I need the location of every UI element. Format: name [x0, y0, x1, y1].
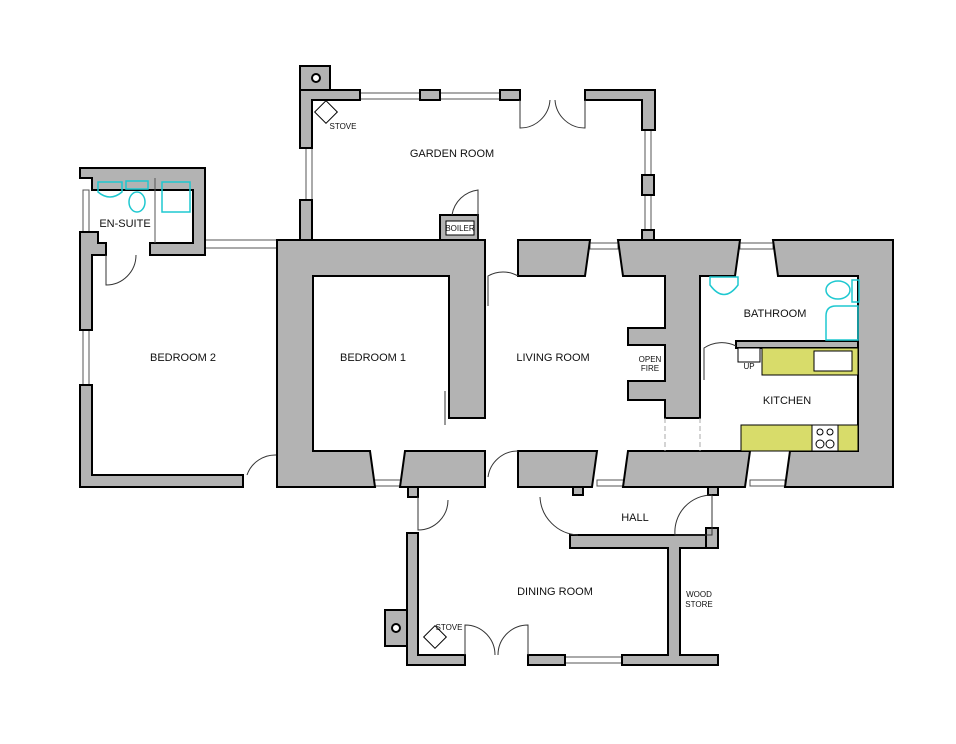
kitchen-worktops: [737, 347, 859, 452]
stove-icon: [422, 624, 448, 650]
stove-label: STOVE: [330, 122, 357, 131]
bathroom-fixtures: [709, 276, 860, 341]
stairs-up-label: UP: [743, 362, 754, 371]
hall-label: HALL: [621, 512, 649, 524]
en-suite-label: EN-SUITE: [99, 218, 150, 230]
bedroom-2-label: BEDROOM 2: [150, 352, 216, 364]
bathroom-label: BATHROOM: [744, 308, 807, 320]
living-room-label: LIVING ROOM: [516, 352, 589, 364]
open-fire-label-1: OPEN: [639, 355, 662, 364]
bedroom-2-walls: [79, 167, 278, 488]
wood-store-label-2: STORE: [685, 600, 712, 609]
wood-store-label-1: WOOD: [686, 590, 712, 599]
main-walls: [276, 239, 894, 488]
dining-room-label: DINING ROOM: [517, 586, 593, 598]
boiler-label: BOILER: [445, 224, 475, 233]
kitchen-label: KITCHEN: [763, 395, 811, 407]
open-fire-label-2: FIRE: [641, 364, 659, 373]
garden-room-walls: [299, 65, 656, 243]
garden-room-label: GARDEN ROOM: [410, 148, 494, 160]
en-suite-fixtures: [97, 180, 191, 213]
stove-label: STOVE: [436, 623, 463, 632]
stove-icon: [313, 99, 339, 125]
dining-hall-walls: [384, 486, 719, 666]
bedroom-1-label: BEDROOM 1: [340, 352, 406, 364]
